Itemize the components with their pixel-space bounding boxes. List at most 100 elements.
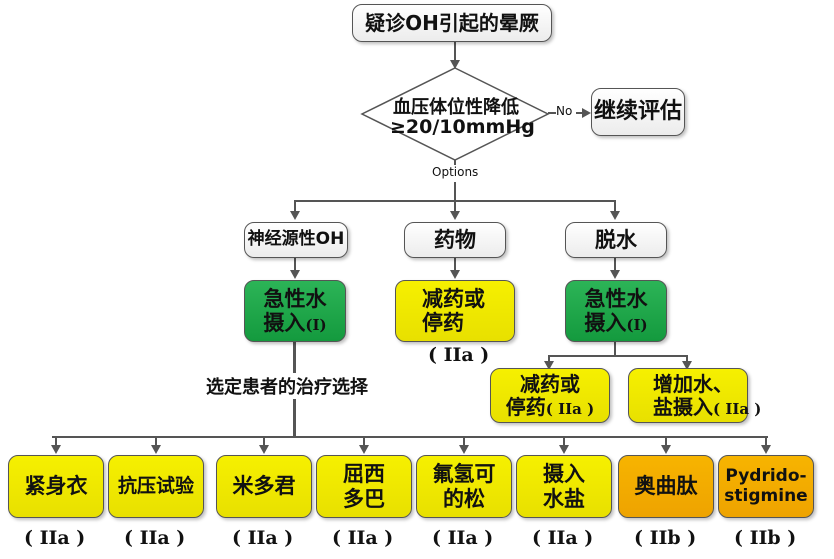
category-neurogenic: 神经源性OH — [244, 222, 348, 258]
arrow-head — [359, 445, 369, 454]
connector — [548, 355, 550, 363]
connector — [576, 112, 584, 114]
node-line1: 米多君 — [232, 474, 296, 499]
treatment-node: 紧身衣 — [8, 455, 104, 518]
node-line2: 停药 — [505, 394, 546, 419]
treatment-node: Pydrido-stigmine — [718, 455, 814, 518]
treatment-node: 抗压试验 — [108, 455, 204, 518]
connector — [454, 182, 456, 212]
connector — [155, 436, 157, 446]
node-line2: 摄入 — [263, 311, 306, 335]
category-dehydration: 脱水 — [565, 222, 667, 258]
arrow-head — [761, 445, 771, 454]
node-line1: 屈西 — [343, 462, 385, 487]
connector — [548, 355, 686, 357]
node-line2: 水盐 — [543, 486, 585, 511]
node-line1: 增加水、 — [653, 371, 733, 396]
node-line2: 的松 — [443, 486, 485, 511]
connector — [665, 436, 667, 446]
treatment-node: 摄入水盐 — [516, 455, 612, 518]
arrow-head — [259, 445, 269, 454]
grade-label: ( IIa ) — [332, 527, 394, 549]
connector — [55, 436, 57, 446]
dehydration-reduce-drug-node: 减药或 停药( IIa ) — [490, 368, 610, 423]
arrow-head — [450, 211, 460, 220]
category-label: 脱水 — [595, 227, 637, 252]
category-label: 神经源性OH — [247, 229, 345, 250]
grade-label: ( IIa ) — [232, 527, 294, 549]
arrow-head — [610, 211, 620, 220]
node-line1: 抗压试验 — [117, 474, 194, 497]
no-label: No — [556, 104, 573, 118]
category-drugs: 药物 — [404, 222, 506, 258]
connector — [294, 257, 296, 271]
continue-node: 继续评估 — [591, 88, 685, 136]
grade-label: ( IIa ) — [532, 527, 594, 549]
connector — [294, 200, 616, 202]
connector — [765, 436, 767, 446]
grade-label: (Ⅰ) — [626, 316, 648, 334]
node-line1: 紧身衣 — [24, 474, 88, 499]
arrow-head — [290, 270, 300, 279]
node-line2: 多巴 — [343, 486, 385, 511]
continue-label: 继续评估 — [593, 99, 682, 125]
arrow-head — [610, 270, 620, 279]
connector — [614, 257, 616, 271]
node-line1: 急性水 — [584, 286, 648, 311]
grade-label: ( IIb ) — [634, 527, 697, 549]
treatment-node: 氟氢可的松 — [416, 455, 512, 518]
arrow-head — [151, 445, 161, 454]
connector — [454, 41, 456, 63]
grade-label: (Ⅰ) — [305, 316, 327, 334]
decision-line2: ≥20/10mmHg — [390, 116, 535, 138]
start-node: 疑诊OH引起的晕厥 — [352, 4, 552, 42]
node-line2: 盐摄入 — [653, 394, 713, 419]
node-line1: 减药或 — [422, 286, 485, 311]
arrow-head — [51, 445, 61, 454]
grade-label: ( IIa ) — [428, 344, 490, 366]
connector — [363, 436, 365, 446]
grade-label: ( IIa ) — [545, 399, 595, 418]
decision-line1: 血压体位性降低 — [393, 97, 519, 118]
connector — [52, 436, 768, 438]
options-label: Options — [432, 165, 479, 179]
connector — [548, 112, 556, 114]
drug-reduce-node: 减药或 停药 — [395, 280, 515, 342]
start-label: 疑诊OH引起的晕厥 — [365, 10, 539, 35]
node-line2: 摄入 — [584, 311, 627, 335]
grade-label: ( IIa ) — [713, 399, 762, 418]
node-line1: 奥曲肽 — [634, 474, 698, 499]
arrow-head — [450, 60, 460, 69]
grade-label: ( IIb ) — [734, 527, 797, 549]
connector — [563, 436, 565, 446]
connector — [454, 160, 456, 165]
treatment-node: 奥曲肽 — [618, 455, 714, 518]
connector — [294, 200, 296, 212]
connector — [614, 341, 616, 356]
connector — [614, 200, 616, 212]
arrow-head — [544, 361, 554, 370]
arrow-head — [450, 270, 460, 279]
dehydration-increase-water-salt-node: 增加水、 盐摄入( IIa ) — [628, 368, 761, 423]
grade-label: ( IIa ) — [124, 527, 186, 549]
node-line2: stigmine — [724, 485, 808, 506]
arrow-head — [459, 445, 469, 454]
connector — [686, 355, 688, 363]
node-line1: 摄入 — [543, 462, 585, 487]
category-label: 药物 — [434, 227, 476, 252]
treatment-node: 米多君 — [216, 455, 312, 518]
arrow-head — [582, 108, 591, 118]
arrow-head — [661, 445, 671, 454]
node-line1: 减药或 — [520, 371, 580, 396]
arrow-head — [559, 445, 569, 454]
arrow-head — [290, 211, 300, 220]
treatment-node: 屈西多巴 — [316, 455, 412, 518]
connector — [463, 436, 465, 446]
arrow-head — [682, 361, 692, 370]
node-line1: Pydrido- — [725, 465, 807, 486]
connector — [454, 257, 456, 271]
connector — [263, 436, 265, 446]
neuro-acute-water-node: 急性水 摄入(Ⅰ) — [244, 280, 346, 342]
grade-label: ( IIa ) — [432, 527, 494, 549]
